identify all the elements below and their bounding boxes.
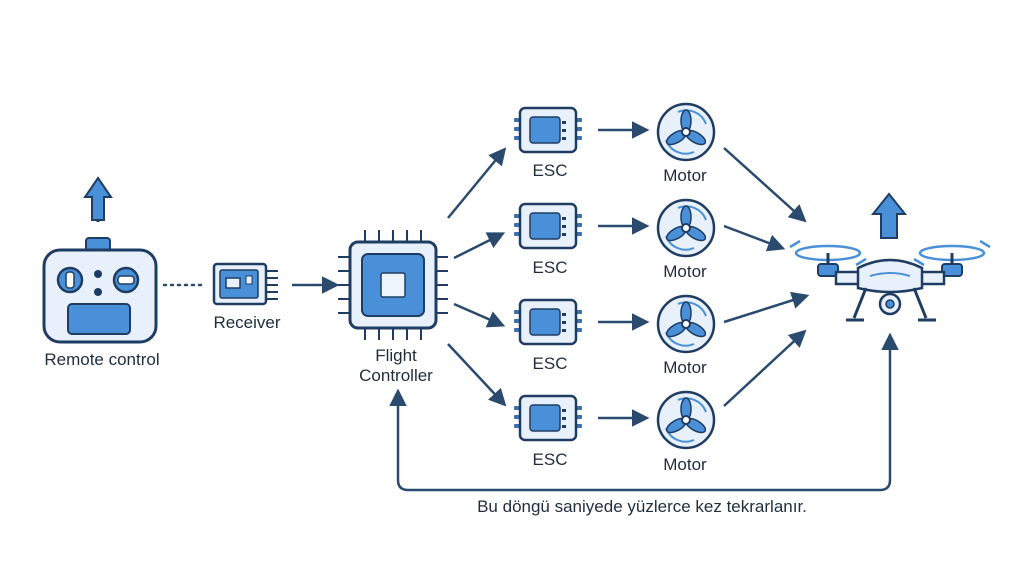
remote-control-label: Remote control — [44, 350, 160, 369]
motor-4-label: Motor — [663, 455, 707, 474]
esc-3-label: ESC — [532, 354, 568, 373]
motor-4-icon — [656, 390, 716, 450]
motor-1-icon — [656, 102, 716, 162]
esc-1-label: ESC — [532, 161, 568, 180]
esc-4-label: ESC — [532, 450, 568, 469]
esc-to-motor-arrows — [598, 121, 650, 427]
motor-3-icon — [656, 294, 716, 354]
receiver-icon — [212, 262, 278, 306]
flight-controller-label: Flight Controller — [359, 346, 433, 386]
esc-3-icon — [512, 298, 584, 346]
flight-controller-label-line2: Controller — [359, 366, 433, 385]
remote-control-icon — [42, 176, 158, 344]
feedback-loop-arrow — [389, 332, 899, 492]
motor-2-label: Motor — [663, 262, 707, 281]
flight-controller-label-line1: Flight — [375, 346, 417, 365]
motor-to-drone-arrows — [723, 147, 810, 407]
esc-2-label: ESC — [532, 258, 568, 277]
lift-up-arrow-icon — [870, 192, 908, 239]
receiver-label: Receiver — [213, 313, 281, 332]
motor-3-label: Motor — [663, 358, 707, 377]
fc-to-esc-arrows — [447, 147, 507, 407]
loop-caption: Bu döngü saniyede yüzlerce kez tekrarlan… — [477, 497, 807, 516]
esc-2-icon — [512, 202, 584, 250]
motor-1-label: Motor — [663, 166, 707, 185]
esc-1-icon — [512, 106, 584, 154]
flight-controller-icon — [338, 230, 448, 340]
esc-4-icon — [512, 394, 584, 442]
motor-2-icon — [656, 198, 716, 258]
drone-icon — [789, 239, 991, 322]
